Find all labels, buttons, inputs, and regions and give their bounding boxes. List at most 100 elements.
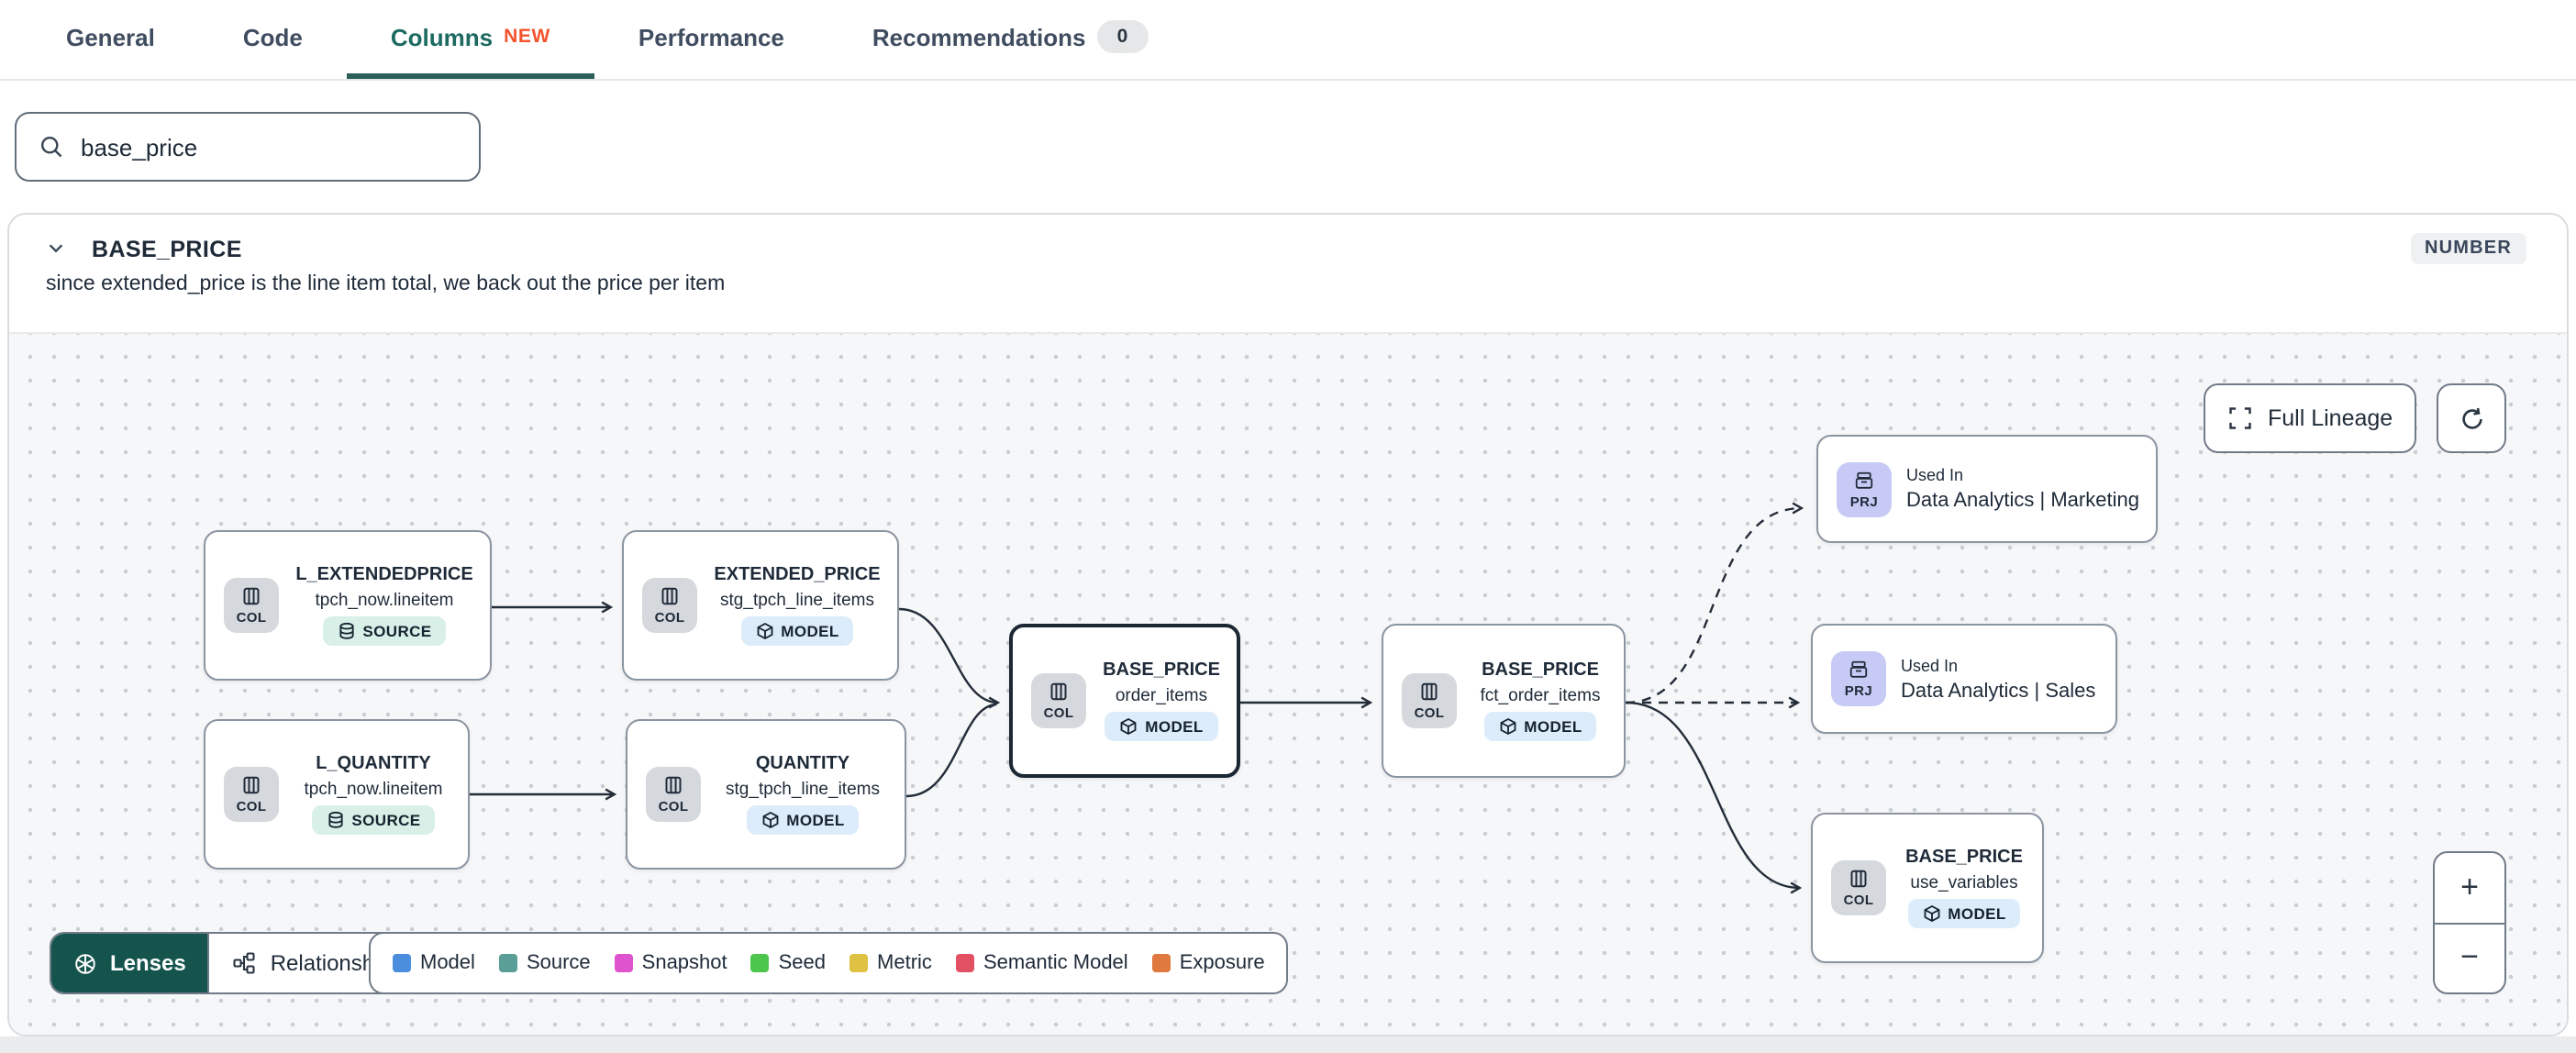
columns-icon — [243, 587, 260, 605]
expand-icon — [2229, 407, 2251, 429]
lineage-node-quantity[interactable]: COL QUANTITY stg_tpch_line_items MODEL — [626, 719, 906, 870]
legend-swatch — [849, 954, 869, 972]
tab-code[interactable]: Code — [199, 0, 347, 79]
legend-item-source: Source — [498, 952, 591, 974]
lenses-button[interactable]: Lenses — [51, 934, 208, 992]
column-type-badge: NUMBER — [2410, 233, 2526, 264]
archive-icon — [1849, 660, 1868, 678]
search-icon — [39, 134, 64, 160]
database-icon — [339, 622, 353, 639]
legend-swatch — [498, 954, 517, 972]
project-name: Data Analytics | Sales — [1901, 680, 2096, 702]
lineage-node-l-quantity[interactable]: COL L_QUANTITY tpch_now.lineitem SOURCE — [204, 719, 470, 870]
model-badge: MODEL — [746, 805, 860, 835]
project-chip: PRJ — [1837, 461, 1892, 516]
model-badge: MODEL — [1483, 712, 1597, 741]
tab-general[interactable]: General — [22, 0, 199, 79]
lineage-node-base-price-use-variables[interactable]: COL BASE_PRICE use_variables MODEL — [1811, 813, 2044, 963]
source-badge: SOURCE — [311, 805, 436, 835]
columns-icon — [661, 587, 678, 605]
legend-swatch — [1151, 954, 1171, 972]
node-title: L_QUANTITY — [316, 754, 431, 774]
columns-icon — [665, 776, 682, 794]
lineage-node-base-price-order-items[interactable]: COL BASE_PRICE order_items MODEL — [1009, 624, 1240, 778]
lineage-node-used-in-sales[interactable]: PRJ Used In Data Analytics | Sales — [1811, 624, 2117, 734]
full-lineage-button[interactable]: Full Lineage — [2204, 383, 2417, 453]
archive-icon — [1855, 471, 1873, 488]
column-chip: COL — [224, 767, 279, 822]
column-card: BASE_PRICE NUMBER since extended_price i… — [7, 213, 2569, 1036]
lineage-node-l-extendedprice[interactable]: COL L_EXTENDEDPRICE tpch_now.lineitem SO… — [204, 530, 492, 681]
refresh-icon — [2461, 406, 2482, 428]
node-title: BASE_PRICE — [1482, 660, 1599, 681]
used-in-label: Used In — [1906, 466, 1964, 484]
source-badge: SOURCE — [322, 616, 447, 646]
model-badge: MODEL — [740, 616, 854, 646]
columns-icon — [1850, 870, 1867, 888]
search-input[interactable] — [81, 133, 457, 161]
cube-icon — [1120, 717, 1137, 736]
columns-icon — [1421, 682, 1438, 701]
legend-item-seed: Seed — [750, 952, 826, 974]
column-chip: COL — [646, 767, 701, 822]
column-chip: COL — [1831, 860, 1886, 915]
chevron-down-icon[interactable] — [46, 238, 66, 259]
cube-icon — [756, 622, 772, 640]
model-badge: MODEL — [1907, 899, 2021, 928]
project-chip: PRJ — [1831, 651, 1886, 706]
zoom-control: + − — [2433, 851, 2506, 994]
node-title: QUANTITY — [755, 754, 850, 774]
lineage-canvas[interactable]: COL L_EXTENDEDPRICE tpch_now.lineitem SO… — [9, 332, 2567, 1035]
legend-swatch — [955, 954, 974, 972]
columns-icon — [243, 776, 260, 794]
lineage-legend: Model Source Snapshot Seed Metric — [369, 932, 1289, 994]
aperture-icon — [75, 953, 95, 973]
zoom-out-button[interactable]: − — [2460, 939, 2479, 975]
cube-icon — [1499, 717, 1516, 736]
model-badge: MODEL — [1105, 712, 1218, 741]
refresh-button[interactable] — [2437, 383, 2506, 453]
tab-recommendations-label: Recommendations — [872, 23, 1086, 50]
node-subtitle: fct_order_items — [1480, 686, 1601, 706]
node-title: BASE_PRICE — [1905, 848, 2023, 868]
hierarchy-icon — [234, 952, 256, 974]
column-search[interactable] — [15, 112, 481, 182]
tab-bar: General Code Columns NEW Performance Rec… — [0, 0, 2576, 81]
legend-item-metric: Metric — [849, 952, 932, 974]
legend-swatch — [750, 954, 770, 972]
tab-performance-label: Performance — [638, 23, 784, 50]
zoom-in-button[interactable]: + — [2435, 853, 2504, 924]
tab-columns-label: Columns — [390, 23, 494, 50]
column-chip: COL — [1031, 673, 1086, 728]
tab-performance[interactable]: Performance — [594, 0, 828, 79]
node-title: BASE_PRICE — [1103, 660, 1220, 681]
lineage-node-extended-price[interactable]: COL EXTENDED_PRICE stg_tpch_line_items M… — [622, 530, 899, 681]
legend-item-model: Model — [393, 952, 475, 974]
recommendations-count-badge: 0 — [1096, 20, 1149, 53]
node-subtitle: tpch_now.lineitem — [315, 591, 454, 611]
tab-code-label: Code — [242, 23, 303, 50]
column-description: since extended_price is the line item to… — [46, 273, 726, 295]
columns-icon — [1050, 682, 1067, 701]
database-icon — [328, 811, 342, 828]
lineage-node-used-in-marketing[interactable]: PRJ Used In Data Analytics | Marketing — [1816, 435, 2158, 543]
node-subtitle: stg_tpch_line_items — [726, 780, 880, 800]
lineage-edges — [470, 502, 1804, 894]
column-chip: COL — [1402, 673, 1457, 728]
project-name: Data Analytics | Marketing — [1906, 490, 2139, 512]
node-title: L_EXTENDEDPRICE — [295, 565, 473, 585]
lineage-node-base-price-fct-order-items[interactable]: COL BASE_PRICE fct_order_items MODEL — [1382, 624, 1626, 778]
legend-item-exposure: Exposure — [1151, 952, 1265, 974]
legend-swatch — [393, 954, 411, 972]
tab-recommendations[interactable]: Recommendations 0 — [828, 0, 1193, 79]
node-title: EXTENDED_PRICE — [714, 565, 881, 585]
node-subtitle: use_variables — [1910, 873, 2018, 893]
used-in-label: Used In — [1901, 656, 1959, 674]
node-subtitle: order_items — [1115, 686, 1208, 706]
tab-columns[interactable]: Columns NEW — [346, 0, 594, 79]
legend-item-snapshot: Snapshot — [614, 952, 727, 974]
tab-general-label: General — [66, 23, 155, 50]
column-card-header[interactable]: BASE_PRICE NUMBER — [9, 215, 2567, 264]
column-chip: COL — [224, 578, 279, 633]
